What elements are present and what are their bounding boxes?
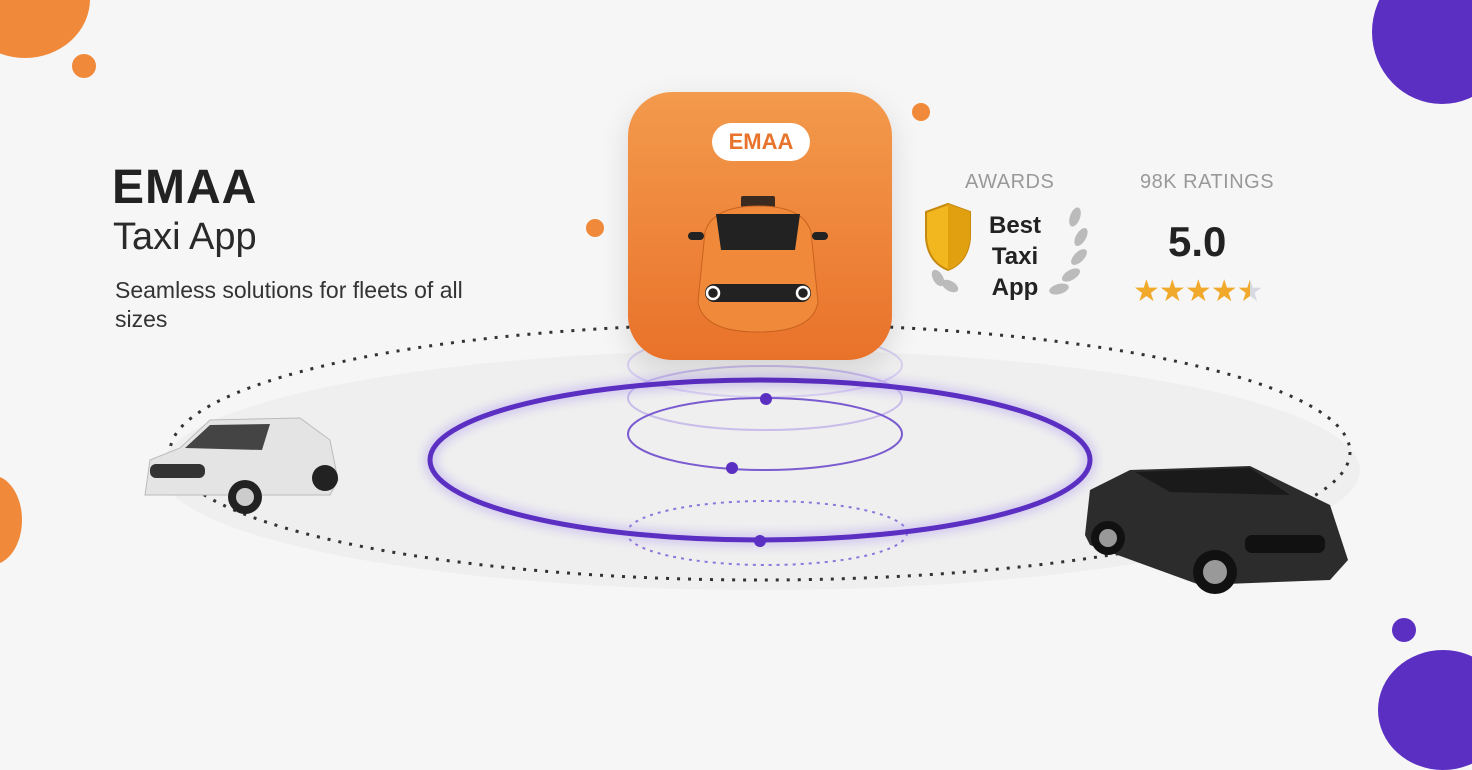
- star-rating: ★★★★★: [1133, 274, 1264, 309]
- rating-score: 5.0: [1168, 218, 1227, 265]
- star-icon: ★: [1210, 275, 1238, 308]
- orange-dot: [72, 54, 96, 78]
- ratings-header: 98K RATINGS: [1140, 171, 1275, 193]
- orbit-dot: [726, 462, 738, 474]
- white-car-image: [144, 417, 339, 514]
- taxi-car-icon: [688, 196, 828, 333]
- awards-header: AWARDS: [965, 171, 1055, 193]
- orbit-graphic: [144, 322, 1352, 594]
- laurel-icon: [1049, 207, 1088, 295]
- hero-tagline: Seamless solutions for fleets of all siz…: [115, 277, 463, 332]
- half-star-icon: ★: [1236, 275, 1264, 308]
- app-icon: EMAA: [628, 92, 892, 360]
- orange-dot: [912, 103, 930, 121]
- shield-icon: [925, 202, 971, 293]
- orange-dot: [586, 219, 604, 237]
- orange-blob-left: [0, 475, 22, 565]
- hero-title: EMAA: [112, 161, 258, 214]
- purple-dot: [1392, 618, 1416, 642]
- app-badge: EMAA: [712, 123, 810, 161]
- star-icon: ★: [1184, 275, 1212, 308]
- hero-subtitle: Taxi App: [113, 216, 257, 258]
- award-text: Best Taxi App: [988, 212, 1042, 301]
- orbit-dot: [760, 393, 772, 405]
- star-icon: ★: [1133, 275, 1160, 308]
- ring-mid: [627, 365, 903, 431]
- orbit-dot: [754, 535, 766, 547]
- star-icon: ★: [1158, 275, 1186, 308]
- black-car-image: [1085, 466, 1348, 594]
